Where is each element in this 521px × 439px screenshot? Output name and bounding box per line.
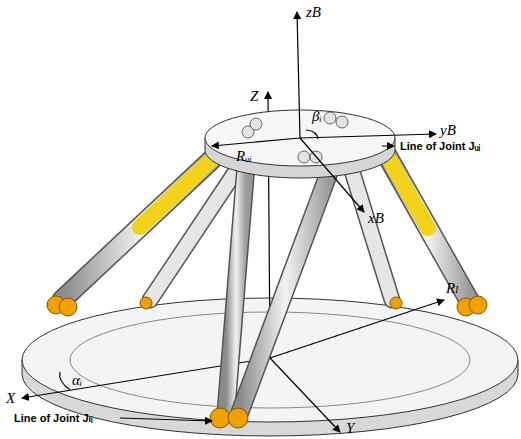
axis-label: Z (250, 88, 258, 105)
base-joints (47, 296, 487, 428)
radius-label: Rᵤᵢ (236, 148, 252, 165)
leader-lines (120, 146, 394, 421)
platform-axes (212, 12, 436, 212)
base-axes (22, 92, 444, 432)
radius-label: Rₗ (446, 280, 459, 297)
axis-label: xB (368, 210, 384, 227)
angle-label: αᵢ (72, 372, 82, 389)
joint-line-label: Line of Joint Jᵤᵢ (400, 140, 480, 152)
axis-label: zB (306, 4, 321, 21)
legs (62, 132, 470, 412)
axis-label: yB (440, 122, 456, 139)
angle-label: βᵢ (312, 108, 322, 125)
axis-label: Y (346, 420, 354, 437)
axis-label: X (6, 390, 15, 407)
joint-line-label: Line of Joint Jₗᵢ (14, 412, 93, 424)
